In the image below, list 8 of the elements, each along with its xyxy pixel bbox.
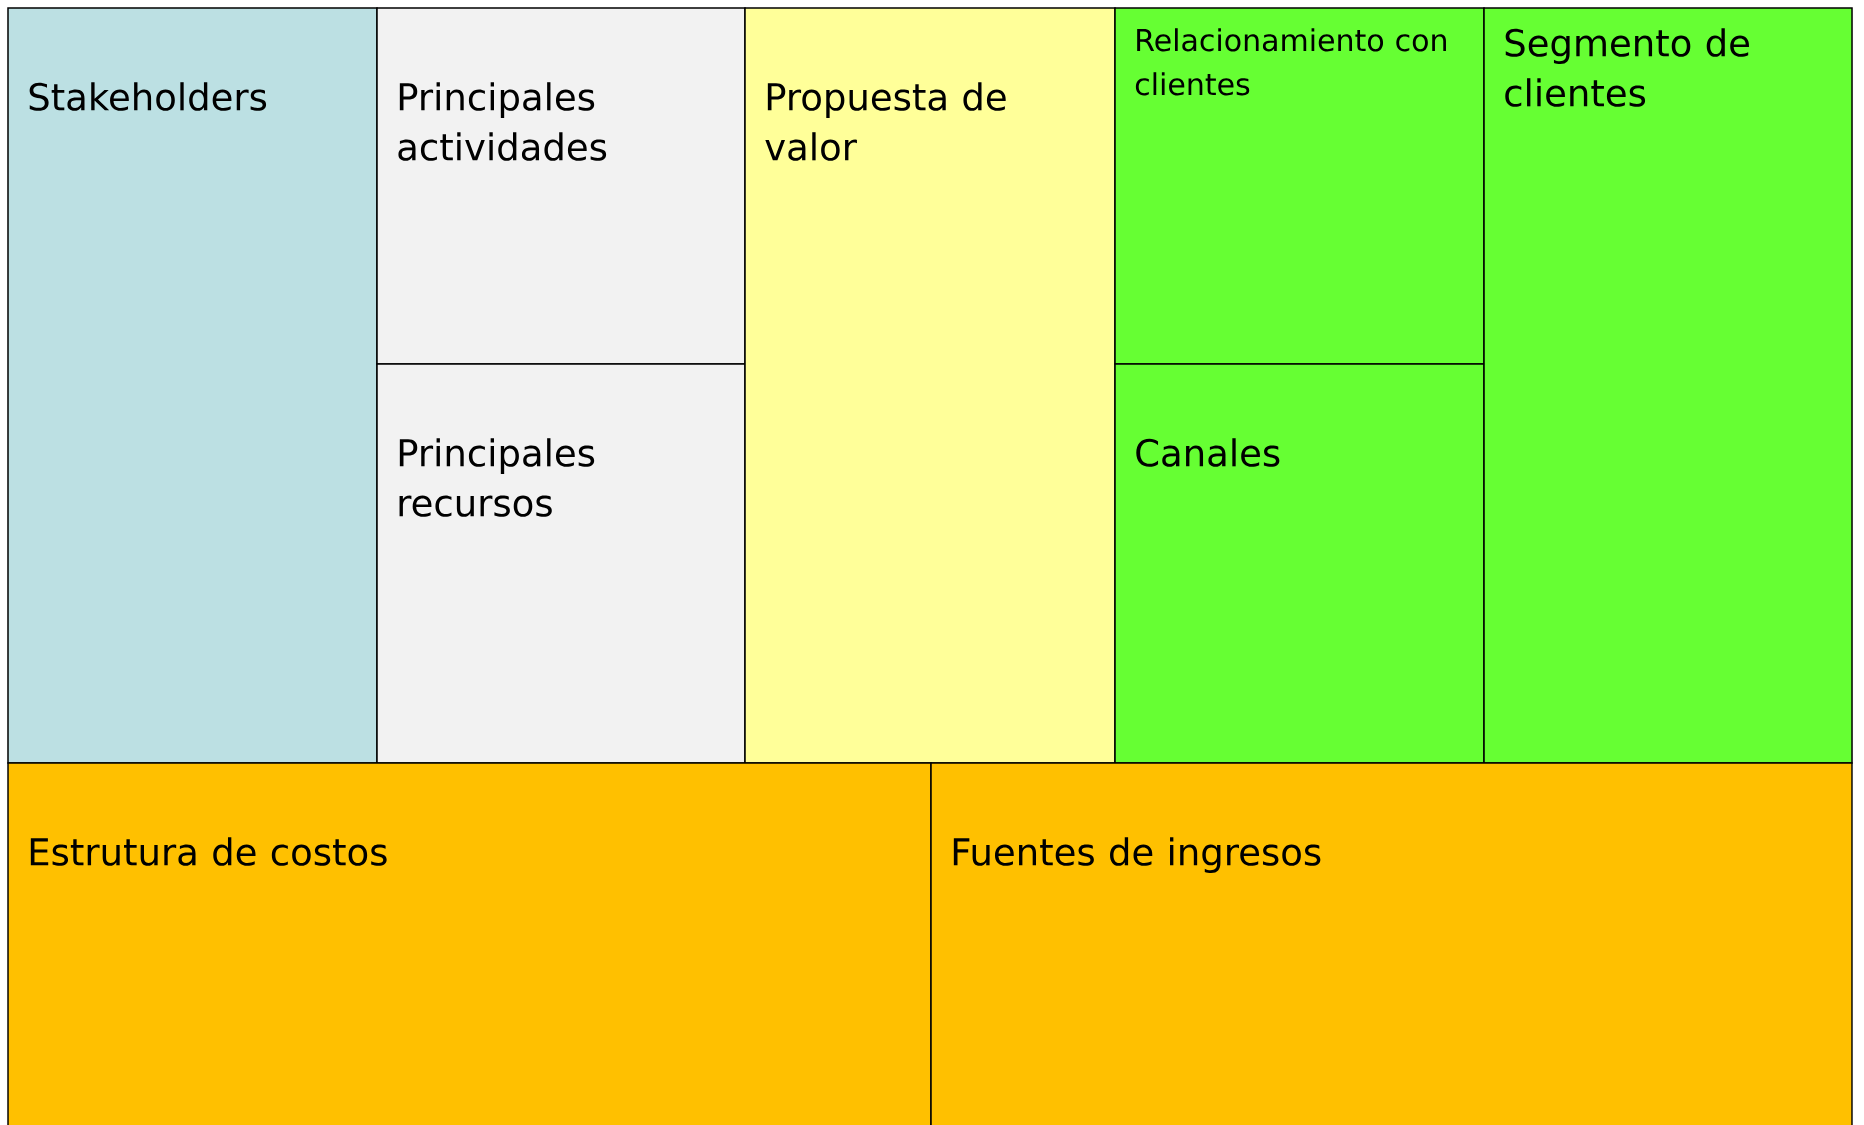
- canvas-block: Estrutura de costos: [7, 762, 932, 1125]
- canvas-block: Fuentes de ingresos: [930, 762, 1853, 1125]
- canvas-block: Propuesta de valor: [744, 7, 1116, 764]
- canvas-block: Relacionamiento con clientes: [1114, 7, 1485, 365]
- canvas-block: Principales recursos: [376, 363, 746, 764]
- canvas-block: Canales: [1114, 363, 1485, 764]
- canvas-block: Principales actividades: [376, 7, 746, 365]
- canvas-block: Stakeholders: [7, 7, 378, 764]
